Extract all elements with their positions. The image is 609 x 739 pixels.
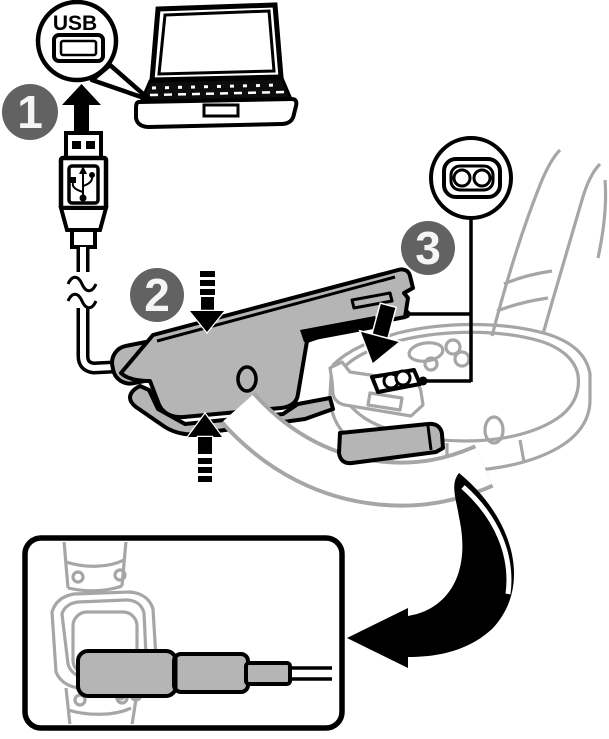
laptop-screen-inner <box>157 9 276 76</box>
inset-clip-plug <box>244 661 292 686</box>
terminal-leader-lines <box>401 218 473 386</box>
connect-up-arrow-icon <box>62 84 101 131</box>
inset-box <box>22 535 345 731</box>
clip-latch <box>350 291 394 310</box>
step-2-circle <box>130 268 184 322</box>
usb-trident-icon <box>70 166 95 202</box>
inset-illustration <box>22 535 345 731</box>
cable-break-squiggle <box>66 275 98 293</box>
watch-case-rim <box>338 330 581 443</box>
laptop-touchpad <box>202 103 240 118</box>
inset-clip <box>76 649 292 698</box>
usb-port-icon-inner <box>59 39 98 57</box>
terminal-callout <box>429 136 513 220</box>
attach-down-arrow-icon <box>358 302 402 366</box>
usb-plug-taper <box>58 206 109 232</box>
usb-port-callout: USB <box>35 0 153 103</box>
inset-clip-body-left <box>76 649 178 698</box>
inset-clip-body-right <box>172 652 250 694</box>
press-up-arrow-icon <box>185 411 225 484</box>
clip-lower-jaw-end <box>337 421 445 466</box>
step-1-number: 1 <box>17 86 43 138</box>
step-2-badge: 2 <box>130 268 184 322</box>
charging-terminal-icon <box>442 157 502 199</box>
clip-upper-jaw <box>119 267 415 420</box>
step-3-number: 3 <box>415 222 441 274</box>
step-1-circle <box>2 84 58 140</box>
step-3-badge: 3 <box>401 221 455 275</box>
usb-cable <box>66 247 152 375</box>
clip-lower-jaw <box>128 384 335 437</box>
step-2-number: 2 <box>144 269 170 321</box>
inset-band-top <box>62 542 128 593</box>
press-down-arrow-icon <box>187 269 227 334</box>
usb-plug-icon <box>58 131 109 249</box>
watch-band-foreground <box>220 392 494 508</box>
laptop-icon <box>134 2 299 130</box>
usb-plug-collar <box>70 228 97 249</box>
flip-over-arrow-icon <box>347 473 515 668</box>
case-side-oval <box>483 415 505 445</box>
watch-band-upper <box>490 148 608 337</box>
clip-hinge <box>236 365 258 393</box>
usb-plug-tip <box>64 131 103 160</box>
inset-cable <box>290 666 332 681</box>
usb-label: USB <box>53 12 97 35</box>
step-1-badge: 1 <box>2 84 58 140</box>
clip-connector-slot <box>300 316 379 342</box>
step-3-circle <box>401 221 455 275</box>
charger-clip <box>110 267 415 437</box>
